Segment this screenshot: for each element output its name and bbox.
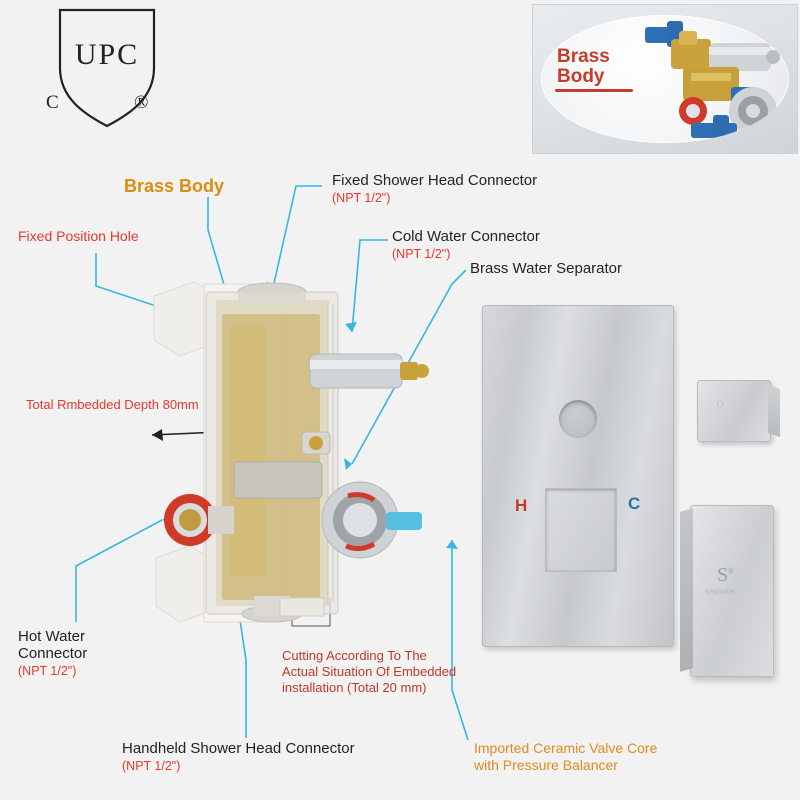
label-cold-water-connector: Cold Water Connector (NPT 1/2") [392, 228, 540, 263]
label-hot-water-connector-sub: (NPT 1/2") [18, 664, 77, 678]
label-brass-water-separator: Brass Water Separator [470, 260, 622, 277]
label-fixed-shower-head-connector: Fixed Shower Head Connector (NPT 1/2") [332, 172, 537, 207]
label-brass-body: Brass Body [124, 176, 224, 197]
label-fixed-position-hole-text: Fixed Position Hole [18, 228, 139, 244]
label-handheld-shower-head-connector: Handheld Shower Head Connector (NPT 1/2"… [122, 740, 355, 775]
label-cutting-note-line2: Actual Situation Of Embedded [282, 664, 457, 679]
brand-reg: ® [728, 566, 735, 576]
upc-right-mark: ® [134, 92, 149, 113]
label-fixed-position-hole: Fixed Position Hole [18, 228, 139, 245]
label-hot-water-connector-line2: Connector [18, 645, 88, 662]
label-total-embedded-depth: Total Rmbedded Depth 80mm [26, 396, 199, 413]
hot-marking: H [515, 496, 528, 515]
label-cutting-note-line1: Cutting According To The [282, 648, 427, 663]
trim-plate-diverter-hole [559, 400, 597, 438]
brass-body-inset-photo: Brass Body [532, 4, 798, 154]
brand-logo: S® [717, 564, 734, 587]
label-cold-water-connector-sub: (NPT 1/2") [392, 247, 451, 261]
svg-text:UPC: UPC [75, 38, 139, 71]
cold-marking: C [628, 494, 641, 513]
label-hot-water-connector: Hot Water Connector (NPT 1/2") [18, 628, 87, 680]
upc-certification-mark: UPC C ® [46, 6, 162, 128]
label-ceramic-valve-core-line2: with Pressure Balancer [474, 757, 618, 773]
label-brass-water-separator-text: Brass Water Separator [470, 260, 622, 277]
shower-valve-body [150, 270, 510, 630]
label-ceramic-valve-core: Imported Ceramic Valve Core with Pressur… [474, 740, 657, 774]
label-cutting-note-line3: installation (Total 20 mm) [282, 680, 427, 695]
brand-subtext: SHOWER [705, 590, 735, 596]
label-brass-body-text: Brass Body [124, 176, 225, 196]
label-cold-water-connector-text: Cold Water Connector [392, 228, 540, 245]
label-ceramic-valve-core-line1: Imported Ceramic Valve Core [474, 740, 658, 756]
label-cutting-note: Cutting According To The Actual Situatio… [282, 648, 456, 696]
shower-glyph-icon: ⌂ [716, 395, 724, 410]
label-handheld-shower-head-connector-text: Handheld Shower Head Connector [122, 740, 355, 757]
diverter-handle: ⌂ [697, 380, 771, 442]
mixer-handle: S® SHOWER [690, 505, 774, 677]
label-hot-water-connector-line1: Hot Water [18, 628, 85, 645]
trim-plate-handle-opening [545, 488, 617, 572]
label-fixed-shower-head-connector-sub: (NPT 1/2") [332, 191, 391, 205]
inset-label-underline [555, 89, 633, 92]
brand-letter: S [717, 564, 729, 586]
label-fixed-shower-head-connector-text: Fixed Shower Head Connector [332, 172, 538, 189]
trim-plate: H C [482, 305, 674, 647]
inset-brass-body-label: Brass Body [557, 47, 610, 87]
label-total-embedded-depth-text: Total Rmbedded Depth 80mm [26, 397, 199, 412]
inset-label-line1: Brass [557, 46, 610, 67]
inset-label-line2: Body [557, 66, 605, 87]
upc-left-mark: C [46, 92, 59, 113]
label-handheld-shower-head-connector-sub: (NPT 1/2") [122, 759, 181, 773]
